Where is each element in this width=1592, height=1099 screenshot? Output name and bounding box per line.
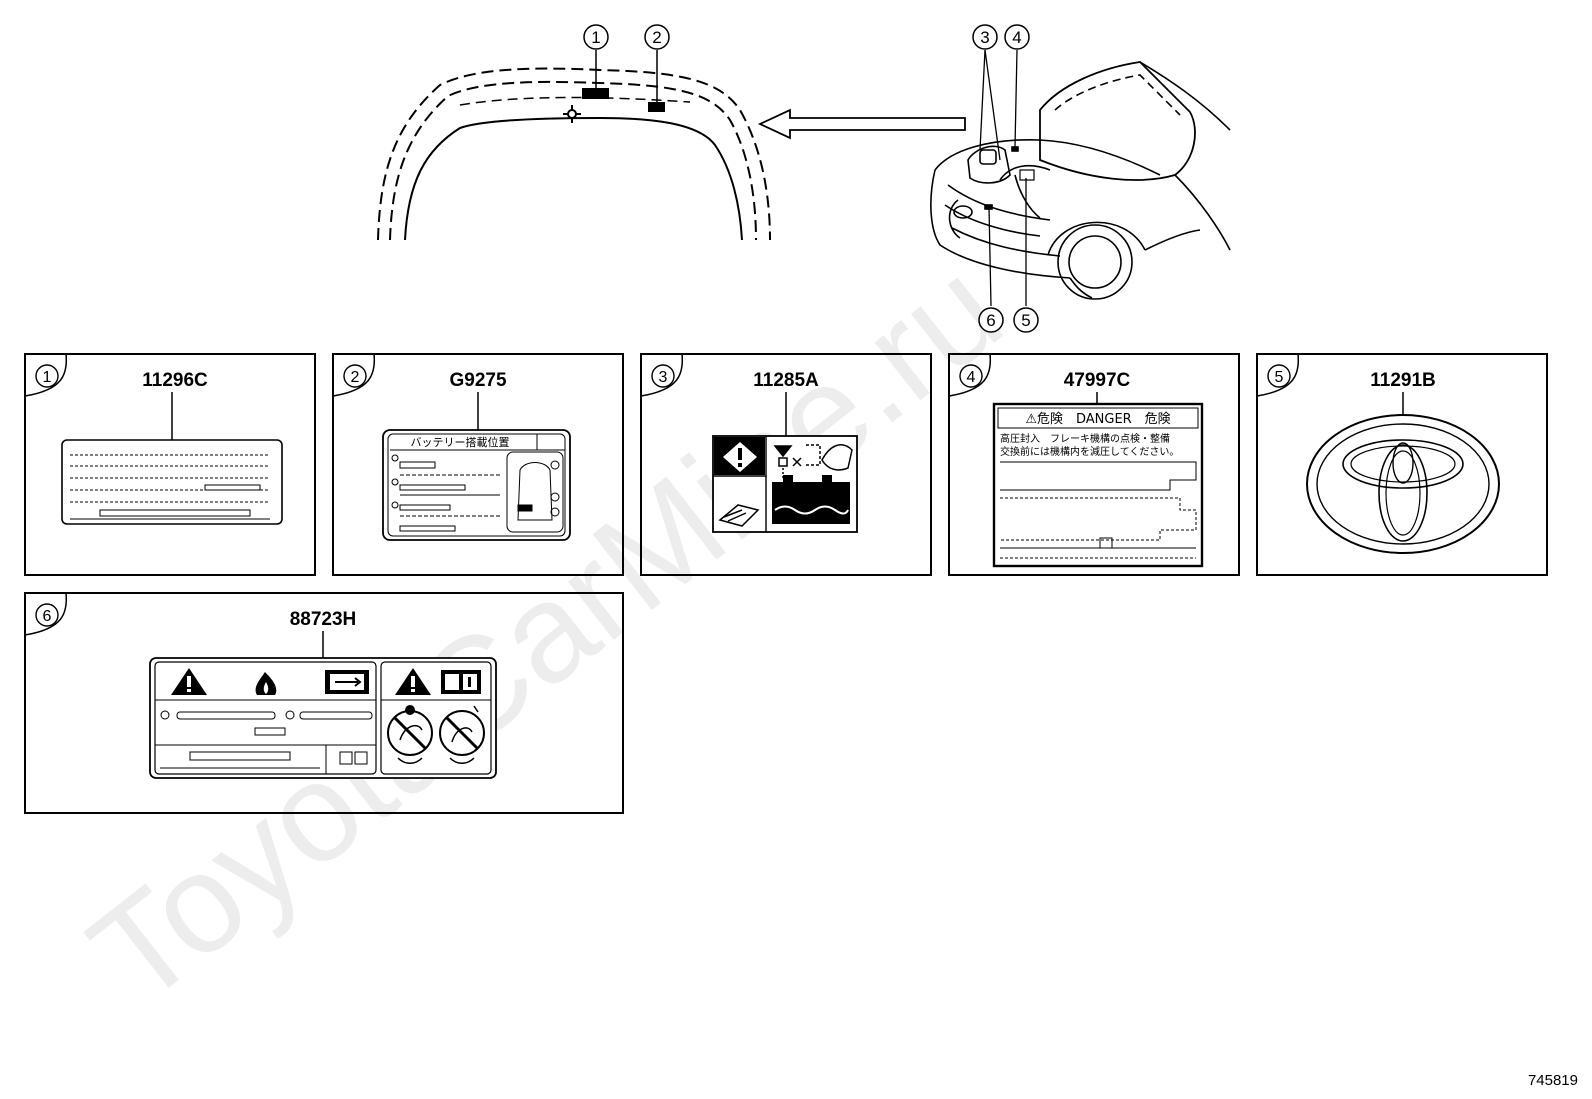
- hood-underside-view: [377, 67, 771, 241]
- svg-text:6: 6: [43, 608, 52, 625]
- vehicle-front-view: [930, 61, 1231, 300]
- panel-1: 1 11296C: [24, 353, 316, 576]
- svg-text:2: 2: [351, 369, 360, 386]
- panel-6: 6 88723H: [24, 592, 624, 814]
- watermark: ToyotaCarMine.ru: [62, 230, 1029, 1034]
- no-spark-icon: [387, 705, 433, 764]
- svg-text:5: 5: [1275, 369, 1284, 386]
- manual-icon: [718, 504, 760, 527]
- part-number-88723H: 88723H: [290, 609, 357, 630]
- callout-1: 1: [583, 24, 609, 50]
- callout-2: 2: [644, 24, 670, 50]
- svg-text:4: 4: [1012, 28, 1021, 47]
- coolant-reservoir-icon: [772, 475, 850, 524]
- panel-5: 5 11291B: [1256, 353, 1548, 576]
- panel-4: 4 47997C ⚠危険 DANGER 危険 高圧封入 フレーキ機構の点検・整備…: [948, 353, 1240, 576]
- svg-text:1: 1: [591, 28, 600, 47]
- callout-4: 4: [1004, 24, 1030, 50]
- document-number: 745819: [1527, 1072, 1578, 1089]
- label-1-marker: [582, 88, 609, 99]
- part-number-11285A: 11285A: [753, 370, 819, 391]
- svg-text:5: 5: [1021, 311, 1030, 330]
- no-flame-icon: [439, 705, 485, 764]
- service-manual-icon: [325, 670, 369, 694]
- svg-text:2: 2: [652, 28, 661, 47]
- toyota-emblem-icon: [1306, 414, 1500, 554]
- svg-text:3: 3: [980, 28, 989, 47]
- svg-text:6: 6: [986, 311, 995, 330]
- battery-location-title: バッテリー搭載位置: [411, 435, 510, 449]
- panel-3: 3 11285A: [640, 353, 932, 576]
- svg-text:4: 4: [967, 369, 976, 386]
- part-number-G9275: G9275: [449, 370, 506, 391]
- callout-3: 3: [972, 24, 998, 50]
- part-number-47997C: 47997C: [1064, 370, 1131, 391]
- info-manual-icon: [441, 670, 481, 694]
- danger-header: ⚠危険 DANGER 危険: [1025, 412, 1170, 427]
- part-number-11291B: 11291B: [1370, 370, 1436, 391]
- view-direction-arrow: [757, 108, 966, 140]
- danger-line-2: 交換前には機構内を減圧してください。: [1000, 445, 1179, 458]
- panel-2: 2 G9275 バッテリー搭載位置: [332, 353, 624, 576]
- label-2-marker: [648, 102, 665, 112]
- callout-5: 5: [1013, 307, 1039, 333]
- danger-line-1: 高圧封入 フレーキ機構の点検・整備: [1000, 432, 1170, 445]
- part-number-11296C: 11296C: [142, 370, 208, 391]
- svg-text:1: 1: [43, 369, 52, 386]
- callout-6: 6: [978, 307, 1004, 333]
- svg-text:3: 3: [659, 369, 668, 386]
